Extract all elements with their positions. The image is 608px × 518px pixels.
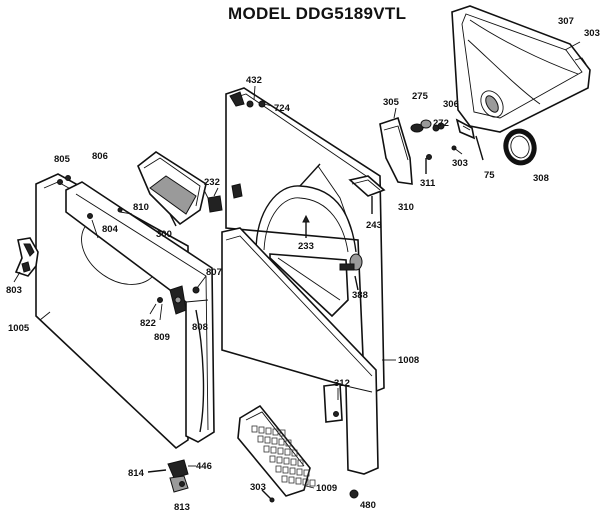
label-306: 306: [443, 99, 459, 110]
clip-232: [203, 189, 223, 213]
grille-slot: [258, 426, 265, 434]
grille-slot: [251, 425, 258, 433]
grille-slot: [309, 479, 316, 487]
leader-lines: [13, 41, 581, 489]
grille-slot: [291, 449, 298, 457]
grille-slot: [290, 458, 297, 466]
label-303-bottom: 303: [250, 482, 266, 493]
handle-bracket-300: [137, 151, 207, 227]
screw-480: [349, 489, 359, 499]
grille-slot: [263, 445, 270, 453]
grille-slot: [296, 468, 303, 476]
label-275: 275: [412, 91, 429, 102]
label-303-top: 303: [584, 28, 600, 39]
label-822: 822: [140, 318, 156, 329]
label-308: 308: [533, 173, 549, 184]
label-388: 388: [352, 290, 368, 301]
label-807: 807: [206, 267, 222, 278]
cover-plate-305: [379, 116, 413, 185]
label-480: 480: [360, 500, 376, 511]
label-310: 310: [398, 202, 414, 213]
label-312: 312: [334, 378, 350, 389]
grille-slot: [257, 435, 264, 443]
grille-slot: [281, 475, 288, 483]
grille-slot: [270, 446, 277, 454]
bracket-310: [348, 175, 386, 214]
grille-slot: [278, 438, 285, 446]
roller-388: [339, 253, 363, 291]
hinge-pin-724: [258, 100, 273, 108]
label-243: 243: [366, 220, 382, 231]
screw-233: [302, 214, 310, 238]
label-305: 305: [383, 97, 400, 108]
grille-slot: [288, 476, 295, 484]
hinge-lower: [147, 459, 189, 493]
label-232: 232: [204, 177, 220, 188]
grille-slot: [275, 465, 282, 473]
grille-slot: [276, 456, 283, 464]
grille-slot: [264, 436, 271, 444]
grille-slot: [284, 448, 291, 456]
grille-slot: [295, 477, 302, 485]
lower-front-panel: [221, 227, 379, 475]
label-809: 809: [154, 332, 170, 343]
label-806: 806: [92, 151, 108, 162]
label-724: 724: [274, 103, 291, 114]
label-814: 814: [128, 468, 145, 479]
door-handle-803: [14, 237, 39, 277]
label-1009: 1009: [316, 483, 337, 494]
label-805: 805: [54, 154, 71, 165]
screw-303-bottom: [261, 489, 275, 503]
label-804: 804: [102, 224, 119, 235]
duct-assembly-307: [451, 5, 591, 133]
sensor-parts-cluster: [410, 118, 484, 174]
label-307: 307: [558, 16, 574, 27]
label-803: 803: [6, 285, 22, 296]
ring-seal-308: [503, 128, 537, 166]
label-75: 75: [484, 170, 495, 181]
label-300: 300: [156, 229, 172, 240]
label-446: 446: [196, 461, 212, 472]
label-808: 808: [192, 322, 208, 333]
door-top-fasteners: [57, 175, 123, 219]
grille-slot: [269, 455, 276, 463]
kick-grille-1009: [237, 404, 316, 497]
grille-slot: [272, 428, 279, 436]
model-title: MODEL DDG5189VTL: [228, 4, 406, 23]
grille-slot: [302, 478, 309, 486]
grille-slot: [289, 467, 296, 475]
grille-slot: [265, 427, 272, 435]
label-1008: 1008: [398, 355, 419, 366]
grille-slot: [279, 429, 286, 437]
label-303-mid: 303: [452, 158, 468, 169]
label-810: 810: [133, 202, 149, 213]
label-1005: 1005: [8, 323, 30, 334]
label-233: 233: [298, 241, 314, 252]
label-272: 272: [433, 118, 449, 129]
label-432: 432: [246, 75, 262, 86]
grille-slot: [297, 459, 304, 467]
grille-slot: [283, 457, 290, 465]
grille-slot: [282, 466, 289, 474]
grille-slot: [303, 469, 310, 477]
part-labels: 307 303 432 724 305 275 306 272 303 75 3…: [6, 16, 600, 513]
grille-slot: [271, 437, 278, 445]
grille-slot: [285, 439, 292, 447]
grille-slot: [277, 447, 284, 455]
front-panel-main: [225, 87, 385, 393]
label-813: 813: [174, 502, 190, 513]
label-311: 311: [420, 178, 436, 189]
hinge-upper: [149, 285, 200, 315]
